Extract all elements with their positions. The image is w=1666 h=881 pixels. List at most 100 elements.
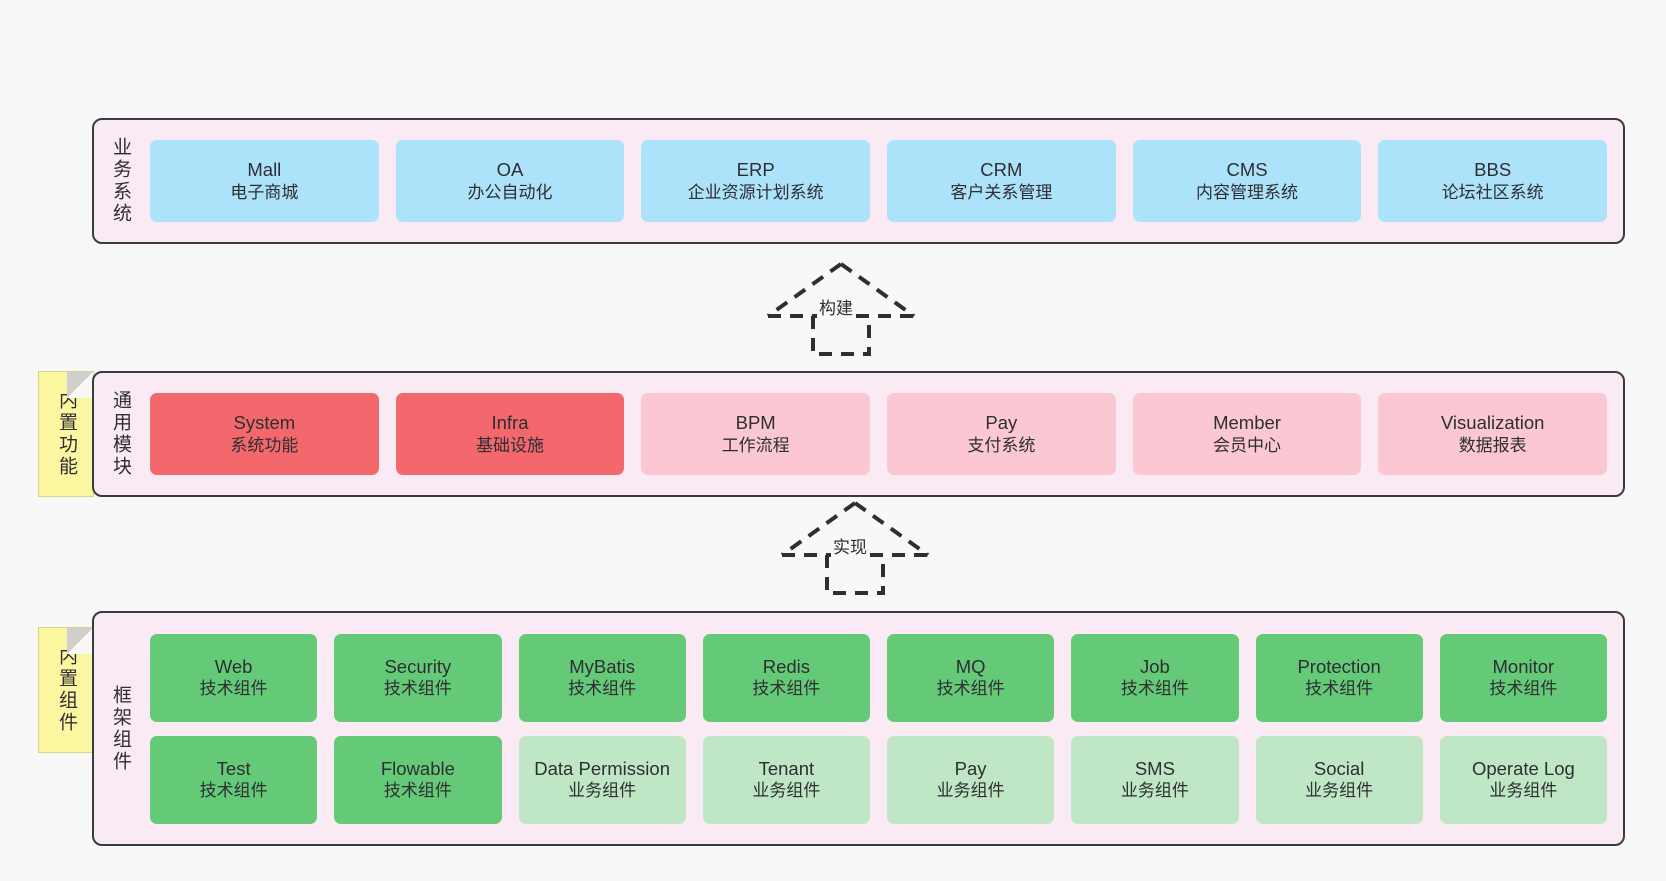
card-flowable[interactable]: Flowable 技术组件	[334, 735, 502, 824]
card-row: Mall 电子商城 OA 办公自动化 ERP 企业资源计划系统 CRM 客户关系…	[150, 140, 1608, 222]
card-security[interactable]: Security 技术组件	[334, 633, 502, 722]
card-crm[interactable]: CRM 客户关系管理	[887, 140, 1116, 222]
card-title: Flowable	[380, 757, 455, 779]
card-title: OA	[496, 159, 524, 181]
card-title: Web	[214, 655, 253, 677]
card-test[interactable]: Test 技术组件	[150, 735, 318, 824]
card-title: Protection	[1297, 655, 1381, 677]
card-title: SMS	[1134, 757, 1175, 779]
card-subtitle: 技术组件	[1120, 679, 1189, 699]
card-subtitle: 办公自动化	[467, 182, 553, 202]
card-subtitle: 技术组件	[383, 781, 452, 801]
card-subtitle: 支付系统	[967, 435, 1036, 455]
card-web[interactable]: Web 技术组件	[150, 633, 318, 722]
card-subtitle: 电子商城	[230, 182, 299, 202]
card-subtitle: 基础设施	[476, 435, 544, 455]
card-subtitle: 客户关系管理	[950, 182, 1053, 202]
card-subtitle: 技术组件	[752, 679, 821, 699]
card-title: Pay	[954, 757, 987, 779]
sticky-note-label: 内置功能	[55, 390, 77, 478]
card-title: Member	[1213, 412, 1281, 434]
card-oa[interactable]: OA 办公自动化	[395, 140, 625, 222]
card-row: Test 技术组件 Flowable 技术组件 Data Permission …	[150, 735, 1607, 824]
layer-label-framework: 框架组件	[109, 684, 131, 773]
arrow-realize: 实现	[770, 497, 940, 597]
card-mq[interactable]: MQ 技术组件	[887, 633, 1055, 722]
card-subtitle: 工作流程	[721, 435, 790, 455]
card-title: Pay	[985, 412, 1018, 434]
card-operate-log[interactable]: Operate Log 业务组件	[1439, 735, 1607, 824]
card-title: Security	[384, 655, 452, 677]
card-subtitle: 技术组件	[383, 679, 452, 699]
card-title: Redis	[762, 655, 811, 677]
card-subtitle: 论坛社区系统	[1441, 182, 1544, 202]
card-bpm[interactable]: BPM 工作流程	[641, 393, 871, 475]
card-mall[interactable]: Mall 电子商城	[150, 140, 379, 222]
card-subtitle: 技术组件	[568, 679, 637, 699]
layer-body-business: Mall 电子商城 OA 办公自动化 ERP 企业资源计划系统 CRM 客户关系…	[146, 120, 1623, 242]
layer-panel-business: 业务系统 Mall 电子商城 OA 办公自动化 ERP 企业资源计划系统 CRM…	[92, 118, 1625, 244]
card-subtitle: 业务组件	[1489, 781, 1558, 801]
card-title: ERP	[736, 159, 775, 181]
card-pay-business[interactable]: Pay 业务组件	[887, 735, 1055, 824]
card-title: Mall	[247, 159, 282, 181]
card-subtitle: 系统功能	[230, 435, 299, 455]
card-subtitle: 技术组件	[936, 679, 1005, 699]
card-subtitle: 企业资源计划系统	[687, 182, 824, 202]
card-title: MyBatis	[569, 655, 636, 677]
card-member[interactable]: Member 会员中心	[1132, 393, 1362, 475]
card-subtitle: 技术组件	[199, 679, 268, 699]
card-subtitle: 会员中心	[1213, 435, 1282, 455]
card-title: BPM	[735, 412, 776, 434]
card-social[interactable]: Social 业务组件	[1255, 735, 1423, 824]
layer-label-business: 业务系统	[109, 137, 131, 225]
card-monitor[interactable]: Monitor 技术组件	[1439, 633, 1607, 722]
card-row: Web 技术组件 Security 技术组件 MyBatis 技术组件 Redi…	[150, 633, 1607, 722]
card-title: System	[233, 412, 296, 434]
card-title: Visualization	[1440, 412, 1545, 434]
card-title: Tenant	[758, 757, 815, 779]
card-erp[interactable]: ERP 企业资源计划系统	[641, 140, 871, 222]
card-system[interactable]: System 系统功能	[150, 393, 379, 475]
arrow-build: 构建	[756, 258, 926, 358]
card-row: System 系统功能 Infra 基础设施 BPM 工作流程 Pay 支付系统…	[150, 393, 1608, 475]
card-title: Operate Log	[1471, 757, 1575, 779]
card-subtitle: 业务组件	[752, 781, 821, 801]
card-bbs[interactable]: BBS 论坛社区系统	[1378, 140, 1608, 222]
layer-body-modules: System 系统功能 Infra 基础设施 BPM 工作流程 Pay 支付系统…	[146, 373, 1623, 495]
arrow-build-label: 构建	[817, 294, 855, 319]
card-title: CMS	[1226, 159, 1268, 181]
card-visualization[interactable]: Visualization 数据报表	[1378, 393, 1608, 475]
card-title: CRM	[980, 159, 1023, 181]
card-title: Infra	[491, 412, 529, 434]
card-title: Job	[1139, 655, 1170, 677]
card-subtitle: 数据报表	[1458, 435, 1527, 455]
card-protection[interactable]: Protection 技术组件	[1255, 633, 1423, 722]
card-title: MQ	[955, 655, 986, 677]
card-tenant[interactable]: Tenant 业务组件	[702, 735, 870, 824]
card-pay[interactable]: Pay 支付系统	[887, 393, 1116, 475]
card-data-permission[interactable]: Data Permission 业务组件	[518, 735, 686, 824]
card-subtitle: 业务组件	[568, 781, 637, 801]
card-subtitle: 业务组件	[936, 781, 1005, 801]
card-subtitle: 技术组件	[1489, 679, 1558, 699]
card-job[interactable]: Job 技术组件	[1071, 633, 1239, 722]
card-redis[interactable]: Redis 技术组件	[702, 633, 870, 722]
layer-label-modules: 通用模块	[109, 390, 131, 478]
card-title: Test	[216, 757, 251, 779]
card-subtitle: 内容管理系统	[1196, 182, 1299, 202]
arrow-realize-label: 实现	[831, 533, 869, 558]
sticky-note-label: 内置组件	[55, 646, 77, 734]
card-cms[interactable]: CMS 内容管理系统	[1132, 140, 1362, 222]
card-infra[interactable]: Infra 基础设施	[395, 393, 625, 475]
layer-body-framework: Web 技术组件 Security 技术组件 MyBatis 技术组件 Redi…	[146, 613, 1623, 844]
card-subtitle: 业务组件	[1120, 781, 1189, 801]
layer-panel-modules: 通用模块 System 系统功能 Infra 基础设施 BPM 工作流程 Pay…	[92, 371, 1625, 497]
card-subtitle: 技术组件	[1305, 679, 1374, 699]
sticky-note-builtin-component: 内置组件	[38, 627, 94, 753]
card-title: Social	[1313, 757, 1365, 779]
card-sms[interactable]: SMS 业务组件	[1071, 735, 1239, 824]
card-mybatis[interactable]: MyBatis 技术组件	[518, 633, 686, 722]
sticky-note-builtin-function: 内置功能	[38, 371, 94, 497]
